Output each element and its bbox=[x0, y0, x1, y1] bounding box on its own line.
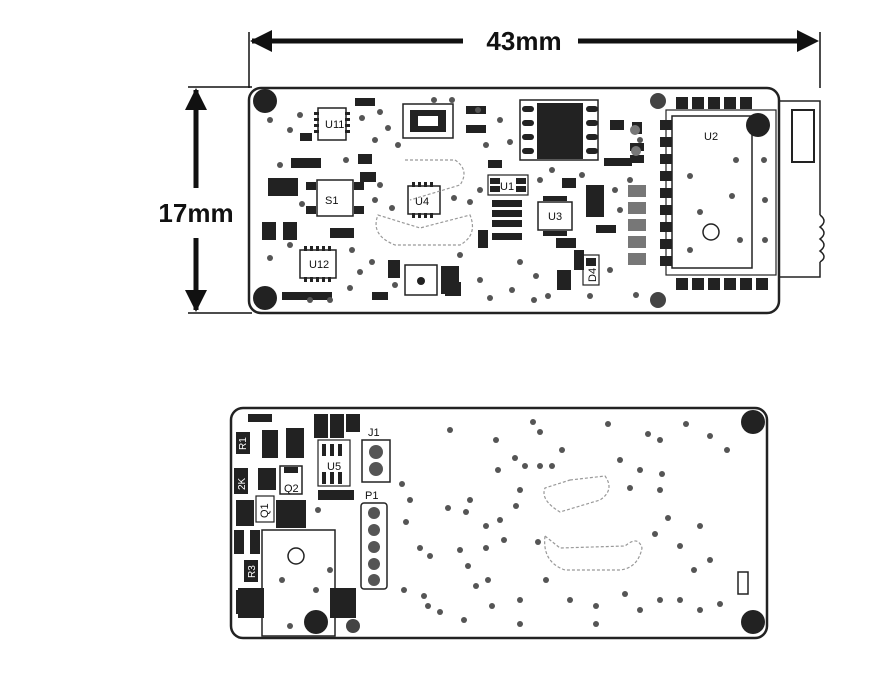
ref-u1: U1 bbox=[500, 181, 514, 193]
ref-r1: R1 bbox=[238, 437, 249, 450]
mount-hole-br bbox=[650, 292, 666, 308]
chip-u4: U4 bbox=[407, 182, 441, 218]
vias-bottom bbox=[279, 419, 730, 629]
bottom-board-outline bbox=[229, 406, 769, 640]
mount-hole-tl bbox=[253, 89, 277, 113]
ref-u3: U3 bbox=[548, 211, 562, 223]
chip-u1: U1 bbox=[487, 174, 529, 196]
mount-hole-tm bbox=[650, 93, 666, 109]
ref-u11: U11 bbox=[325, 119, 344, 131]
vias-top bbox=[267, 97, 768, 303]
ref-p1: P1 bbox=[365, 490, 378, 502]
mount-hole-b-tr bbox=[741, 410, 765, 434]
passives-top bbox=[262, 98, 644, 300]
height-label: 17mm bbox=[158, 198, 233, 228]
pad-right-bottom bbox=[737, 571, 749, 595]
component-stack bbox=[492, 200, 522, 240]
ref-u5: U5 bbox=[327, 461, 341, 473]
width-label: 43mm bbox=[486, 26, 561, 56]
passives-bottom: R1 2K R3 bbox=[234, 414, 360, 614]
top-board: U11 S1 bbox=[247, 86, 825, 315]
bottom-board: J1 P1 Q2 Q1 bbox=[229, 406, 769, 640]
antenna-coil bbox=[818, 214, 825, 263]
mount-hole-bl bbox=[253, 286, 277, 310]
ref-2k: 2K bbox=[237, 477, 248, 490]
chip-large bbox=[519, 99, 599, 161]
ref-u4: U4 bbox=[415, 196, 429, 208]
connector-j1: J1 bbox=[361, 427, 391, 483]
chip-u3: U3 bbox=[537, 196, 573, 236]
ref-r3: R3 bbox=[247, 565, 258, 578]
gray-pads bbox=[628, 185, 646, 265]
transistor-q2: Q2 bbox=[279, 465, 303, 495]
ref-u2: U2 bbox=[704, 131, 718, 143]
chip-u5: U5 bbox=[317, 439, 351, 487]
connector-p1: P1 bbox=[360, 490, 388, 590]
component-top-block bbox=[402, 103, 454, 139]
slot-top-1 bbox=[405, 159, 465, 201]
ref-q2: Q2 bbox=[284, 483, 299, 495]
chip-u11: U11 bbox=[314, 107, 350, 141]
slot-bottom-2 bbox=[544, 534, 643, 571]
ref-j1: J1 bbox=[368, 427, 380, 439]
mount-hole-b-br bbox=[741, 610, 765, 634]
ref-d4: D4 bbox=[587, 268, 599, 282]
ref-u12: U12 bbox=[309, 259, 329, 271]
switch-s1: S1 bbox=[306, 179, 364, 217]
ref-s1: S1 bbox=[325, 195, 338, 207]
module-u2: U2 bbox=[660, 97, 777, 290]
large-via-2 bbox=[631, 146, 641, 156]
mount-hole-b-bl bbox=[304, 610, 328, 634]
diode-d4: D4 bbox=[582, 254, 600, 286]
slot-bottom-1 bbox=[543, 475, 610, 513]
width-dimension: 43mm bbox=[248, 26, 821, 88]
antenna-outline bbox=[779, 100, 821, 278]
chip-u12: U12 bbox=[299, 246, 337, 282]
large-via-1 bbox=[630, 125, 640, 135]
height-dimension: 17mm bbox=[158, 86, 252, 314]
antenna-pad bbox=[791, 109, 815, 163]
transistor-q1: Q1 bbox=[255, 495, 275, 523]
ref-q1: Q1 bbox=[259, 503, 271, 518]
mount-hole-b-bm bbox=[346, 619, 360, 633]
slot-top-2 bbox=[375, 214, 473, 246]
